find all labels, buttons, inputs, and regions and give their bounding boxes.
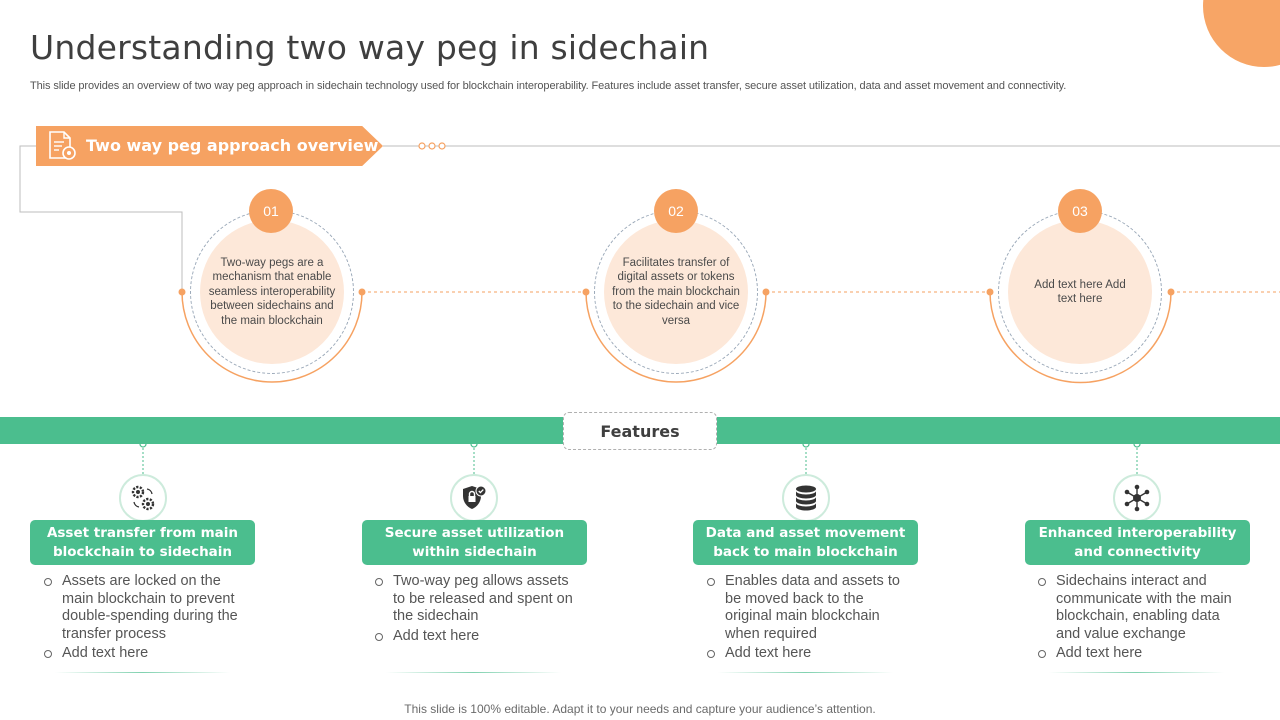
gears-icon (131, 485, 155, 511)
features-label: Features (600, 421, 680, 441)
feature-bullets: Enables data and assets to be moved back… (707, 573, 907, 665)
feature-bullet: Two-way peg allows assets to be released… (375, 573, 575, 626)
feature-title: Enhanced interoperability and connectivi… (1025, 520, 1250, 565)
feature-divider (1049, 672, 1224, 673)
feature-bullet: Add text here (707, 645, 907, 663)
feature-divider (386, 672, 561, 673)
feature-icon-container (119, 474, 167, 522)
step-circle: Facilitates transfer of digital assets o… (604, 220, 748, 364)
feature-bullet: Add text here (375, 628, 575, 646)
step-number-badge: 03 (1058, 189, 1102, 233)
feature-title: Asset transfer from main blockchain to s… (30, 520, 255, 565)
step-number-badge: 02 (654, 189, 698, 233)
section-banner (36, 126, 383, 166)
step-text: Two-way pegs are a mechanism that enable… (208, 256, 336, 327)
feature-bullets: Assets are locked on the main blockchain… (44, 573, 244, 665)
feature-divider (718, 672, 893, 673)
page-title: Understanding two way peg in sidechain (30, 28, 710, 67)
step-number-badge: 01 (249, 189, 293, 233)
feature-title: Secure asset utilization within sidechai… (362, 520, 587, 565)
feature-bullet: Add text here (44, 645, 244, 663)
step-circle: Two-way pegs are a mechanism that enable… (200, 220, 344, 364)
feature-bullets: Two-way peg allows assets to be released… (375, 573, 575, 647)
feature-divider (55, 672, 230, 673)
step-text: Add text here Add text here (1034, 278, 1126, 306)
document-gear-icon (49, 131, 76, 160)
feature-bullets: Sidechains interact and communicate with… (1038, 573, 1238, 665)
feature-icon-container (1113, 474, 1161, 522)
banner-label: Two way peg approach overview (86, 136, 379, 155)
step-circle: Add text here Add text here (1008, 220, 1152, 364)
step-text: Facilitates transfer of digital assets o… (612, 256, 740, 327)
network-icon (1124, 484, 1150, 512)
feature-icon-container (450, 474, 498, 522)
page-subtitle: This slide provides an overview of two w… (30, 80, 1067, 92)
feature-bullet: Add text here (1038, 645, 1238, 663)
footer-note: This slide is 100% editable. Adapt it to… (404, 702, 876, 716)
database-icon (796, 485, 816, 511)
feature-bullet: Enables data and assets to be moved back… (707, 573, 907, 643)
feature-icon-container (782, 474, 830, 522)
feature-bullet: Sidechains interact and communicate with… (1038, 573, 1238, 643)
feature-title: Data and asset movement back to main blo… (693, 520, 918, 565)
features-label-box: Features (563, 412, 717, 450)
feature-bullet: Assets are locked on the main blockchain… (44, 573, 240, 643)
shield-lock-icon (463, 485, 487, 509)
